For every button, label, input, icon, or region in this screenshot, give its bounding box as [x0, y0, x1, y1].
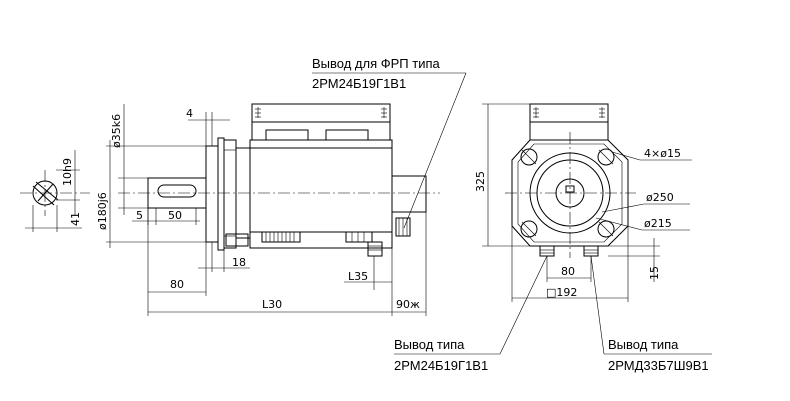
shaft	[147, 177, 207, 209]
bottom-right-leader	[590, 255, 605, 355]
dim-325: 325	[474, 171, 487, 192]
dim-L30: L30	[262, 298, 282, 311]
top-callout-line1: Вывод для ФРП типа	[312, 56, 441, 71]
dim-35k6: ø35k6	[110, 114, 123, 148]
dim-80-left: 80	[170, 278, 184, 291]
flange-foot	[225, 233, 249, 247]
dim-215: ø215	[644, 217, 672, 230]
dim-90: 90ж	[396, 298, 420, 311]
shaft-circle	[555, 178, 585, 208]
bottom-right-line1: Вывод типа	[608, 337, 679, 352]
top-callout-line2: 2РМ24Б19Г1В1	[312, 76, 406, 91]
motor-side-view	[118, 103, 440, 257]
shaft-keyway	[157, 184, 197, 198]
front-connector-left	[539, 245, 555, 257]
circle-250	[529, 152, 611, 234]
dim-80-right: 80	[561, 265, 575, 278]
rear-cap	[391, 175, 427, 213]
bottom-left-leader	[499, 255, 548, 355]
dim-18: 18	[232, 256, 246, 269]
front-dimensions: 325 4×ø15 ø250 ø215 80 15 □192	[474, 103, 692, 302]
terminal-slot	[325, 129, 369, 141]
shaft-section-view: 10h9 41	[20, 150, 90, 232]
dim-180j6: ø180j6	[96, 192, 109, 230]
shaft-key	[565, 185, 575, 193]
dim-192: □192	[546, 286, 577, 299]
motor-front-view	[505, 103, 636, 258]
bottom-left-line1: Вывод типа	[394, 337, 465, 352]
dim-15: 15	[648, 266, 661, 280]
bottom-left-line2: 2РМ24Б19Г1В1	[394, 358, 488, 373]
dim-4: 4	[186, 107, 193, 120]
dim-50: 50	[168, 209, 182, 222]
side-dimensions: 4 ø35k6 ø180j6 5 50 18 80 L35	[96, 104, 427, 316]
bottom-connector	[367, 241, 383, 257]
housing-ribs	[261, 231, 373, 243]
dim-4x15: 4×ø15	[644, 147, 681, 160]
front-connector-right	[583, 245, 599, 257]
dim-41: 41	[69, 212, 82, 226]
circle-215	[536, 159, 604, 227]
top-callout-leader	[403, 72, 467, 229]
bottom-right-line2: 2РМД33Б7Ш9В1	[608, 358, 709, 373]
shaft-section-hatch	[37, 183, 54, 202]
flange-plate	[205, 145, 219, 243]
flange-body	[223, 139, 237, 249]
dim-5: 5	[136, 209, 143, 222]
dim-250: ø250	[646, 191, 674, 204]
top-bolts	[255, 107, 387, 118]
dim-10h9: 10h9	[61, 158, 74, 186]
terminal-slot	[265, 129, 309, 141]
mounting-holes	[520, 148, 615, 238]
callouts: Вывод для ФРП типа 2РМ24Б19Г1В1 Вывод ти…	[312, 56, 712, 373]
dim-L35: L35	[348, 270, 368, 283]
flange-ring	[217, 137, 225, 251]
